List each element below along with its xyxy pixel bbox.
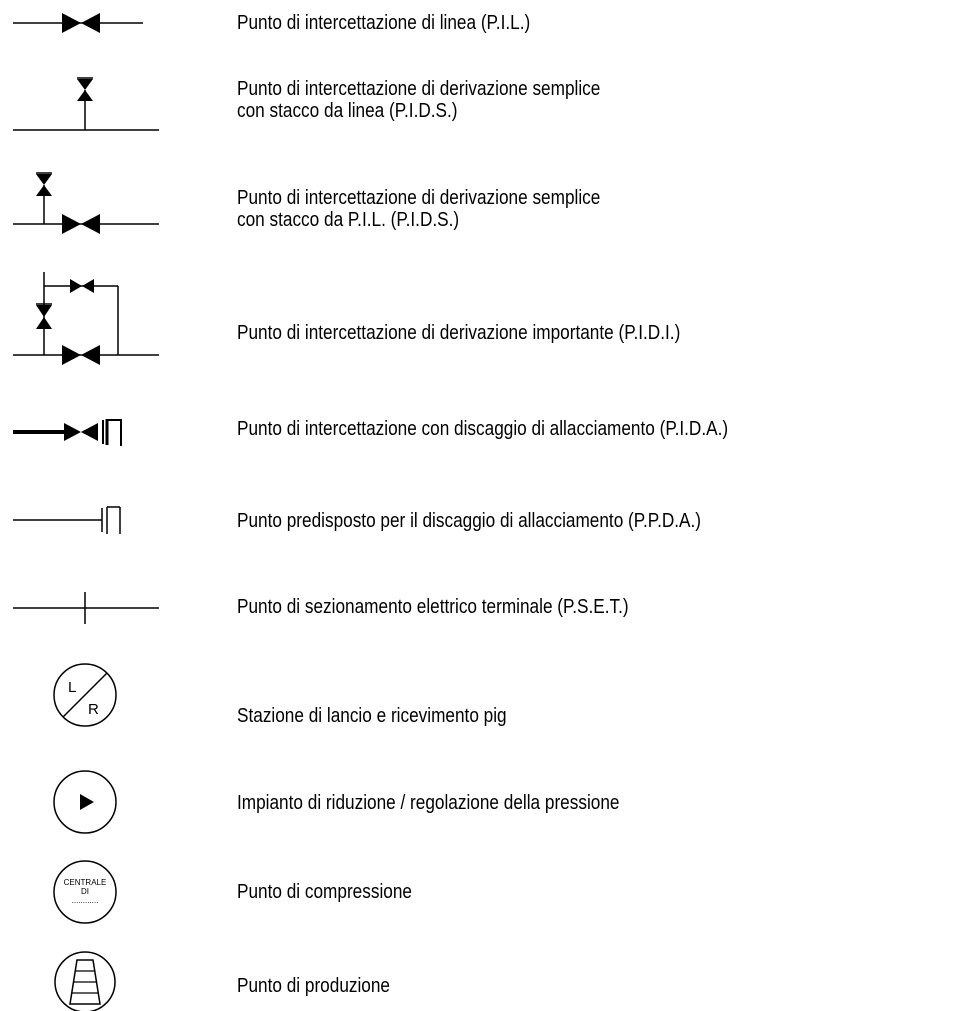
legend-label-pids-pil: Punto di intercettazione di derivazione …: [237, 187, 601, 231]
electrical-section-symbol: [13, 592, 159, 624]
branch-valve-on-line-symbol: [13, 77, 159, 131]
legend-label-pida: Punto di intercettazione con discaggio d…: [237, 418, 729, 440]
pig-receive-letter: R: [88, 701, 99, 718]
pressure-reduction-symbol: [53, 770, 117, 834]
compression-label-di: DI: [81, 887, 89, 896]
branch-valve-on-pil-symbol: [13, 172, 159, 234]
valve-with-disconnect-symbol: [13, 419, 122, 446]
legend-label-pig: Stazione di lancio e ricevimento pig: [237, 705, 507, 727]
compression-label-centrale: CENTRALE: [64, 878, 107, 887]
line-valve-symbol: [13, 13, 143, 33]
legend-label-ppda: Punto predisposto per il discaggio di al…: [237, 510, 702, 532]
compression-label-dots: ............: [72, 896, 99, 905]
compression-station-symbol: CENTRALE DI ............: [53, 860, 117, 924]
legend-label-compression: Punto di compressione: [237, 881, 412, 903]
prepared-disconnect-symbol: [13, 506, 121, 534]
legend-label-pids-line: Punto di intercettazione di derivazione …: [237, 78, 601, 122]
important-branch-valve-symbol: [13, 272, 159, 365]
pig-launch-letter: L: [68, 679, 76, 696]
legend-label-pset: Punto di sezionamento elettrico terminal…: [237, 596, 629, 618]
production-point-symbol: [54, 951, 116, 1011]
legend-label-pidi: Punto di intercettazione di derivazione …: [237, 322, 681, 344]
legend-label-production: Punto di produzione: [237, 975, 391, 997]
legend-label-reduction: Impianto di riduzione / regolazione dell…: [237, 792, 620, 814]
legend-label-pil: Punto di intercettazione di linea (P.I.L…: [237, 12, 531, 34]
play-triangle-icon: [80, 794, 94, 810]
pig-station-symbol: L R: [53, 663, 117, 727]
